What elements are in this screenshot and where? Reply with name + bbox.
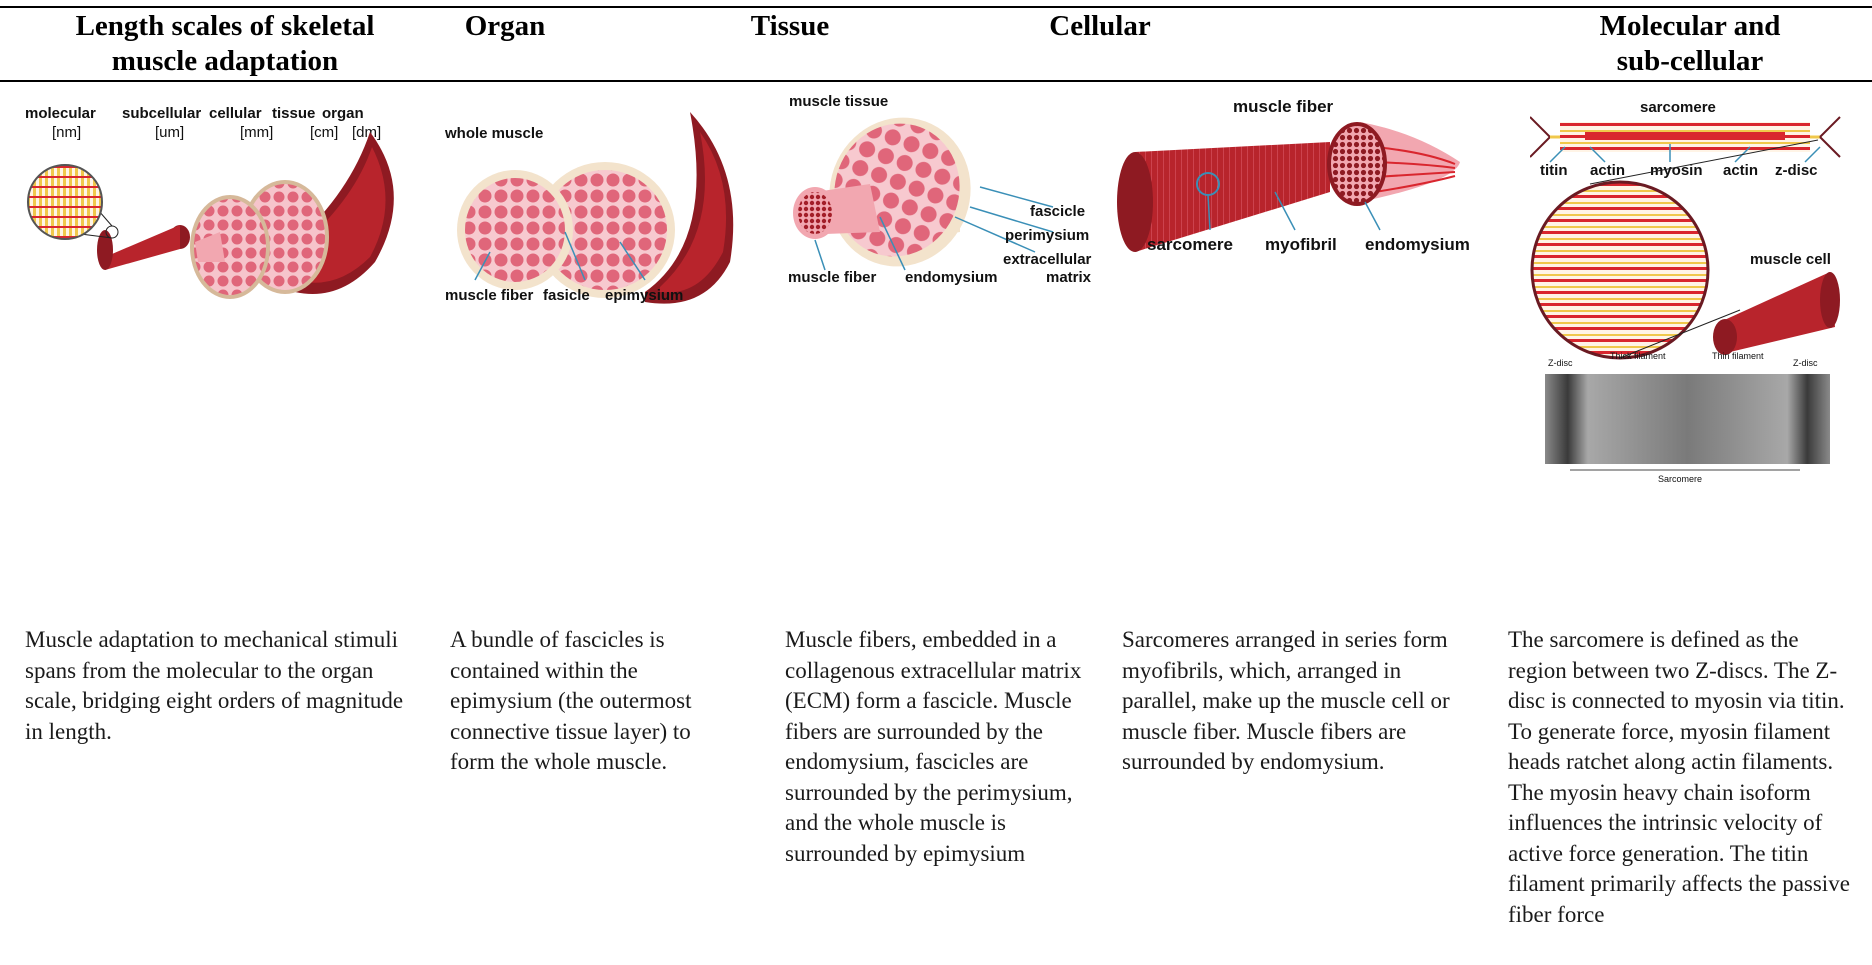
muscle-cell-shape <box>1720 272 1835 352</box>
molecular-zoom-circle <box>28 165 102 239</box>
label-epimysium: epimysium <box>605 287 683 304</box>
em-label-zdisc-left: Z-disc <box>1548 358 1573 368</box>
label-titin: titin <box>1540 162 1568 179</box>
header-organ: Organ <box>405 9 605 44</box>
label-actin-left: actin <box>1590 162 1625 179</box>
label-z-disc: z-disc <box>1775 162 1818 179</box>
myofiber-cone <box>105 225 180 270</box>
unit-um: [um] <box>155 124 184 141</box>
label-muscle-fiber-cellular: muscle fiber <box>1233 97 1334 116</box>
scale-label-cellular: cellular <box>209 105 262 122</box>
label-endomysium-tissue: endomysium <box>905 269 998 286</box>
em-label-zdisc-right: Z-disc <box>1793 358 1818 368</box>
label-whole-muscle: whole muscle <box>445 125 543 142</box>
table-top-rule <box>0 6 1872 8</box>
header-tissue: Tissue <box>690 9 890 44</box>
description-organ: A bundle of fascicles is contained withi… <box>450 625 735 778</box>
figure-cellular: muscle fiber sarcomere myofibril endomys… <box>1115 92 1495 332</box>
myosin-filament <box>1585 132 1785 140</box>
description-tissue: Muscle fibers, embedded in a collagenous… <box>785 625 1095 869</box>
scale-label-tissue: tissue <box>272 105 315 122</box>
electron-micrograph <box>1545 374 1830 464</box>
unit-cm: [cm] <box>310 124 338 141</box>
unit-mm: [mm] <box>240 124 273 141</box>
label-fasicle: fasicle <box>543 287 590 304</box>
fascicle-section-organ <box>465 178 565 282</box>
label-fascicle: fascicle <box>1030 203 1085 220</box>
label-myofibril: myofibril <box>1265 235 1337 254</box>
figure-length-scales: molecular subcellular cellular tissue or… <box>20 92 440 332</box>
figure-tissue: muscle tissue fascicle perimysium extrac… <box>785 92 1115 332</box>
description-cellular: Sarcomeres arranged in series form myofi… <box>1122 625 1462 778</box>
muscle-fiber-end <box>798 192 832 234</box>
header-molecular: Molecular and sub-cellular <box>1545 9 1835 79</box>
description-length-scales: Muscle adaptation to mechanical stimuli … <box>25 625 425 747</box>
em-label-thin-filament: Thin filament <box>1712 351 1764 361</box>
label-perimysium: perimysium <box>1005 227 1089 244</box>
label-endomysium-cellular: endomysium <box>1365 235 1470 254</box>
description-molecular: The sarcomere is defined as the region b… <box>1508 625 1853 930</box>
header-length-scales: Length scales of skeletal muscle adaptat… <box>20 9 430 79</box>
scale-label-organ: organ <box>322 105 364 122</box>
unit-nm: [nm] <box>52 124 81 141</box>
myofibril-zoom-circle <box>1532 182 1708 358</box>
em-label-thick-filament: Thick filament <box>1610 351 1666 361</box>
label-muscle-tissue: muscle tissue <box>789 93 888 110</box>
header-cellular: Cellular <box>1000 9 1200 44</box>
fiber-cross-section <box>1331 126 1383 202</box>
scale-label-subcellular: subcellular <box>122 105 201 122</box>
figure-organ: whole muscle muscle fiber fasicle epimys… <box>445 92 765 332</box>
em-label-sarcomere: Sarcomere <box>1658 474 1702 484</box>
label-matrix: matrix <box>1046 269 1092 286</box>
label-actin-right: actin <box>1723 162 1758 179</box>
label-sarcomere-cellular: sarcomere <box>1147 235 1233 254</box>
label-muscle-cell: muscle cell <box>1750 251 1831 268</box>
scale-label-molecular: molecular <box>25 105 96 122</box>
figure-molecular: sarcomere titin actin myosin actin z-dis… <box>1530 92 1860 582</box>
label-muscle-fiber-tissue: muscle fiber <box>788 269 877 286</box>
label-muscle-fiber: muscle fiber <box>445 287 534 304</box>
unit-dm: [dm] <box>352 124 381 141</box>
label-sarcomere-molecular: sarcomere <box>1640 99 1716 116</box>
table-header-rule <box>0 80 1872 82</box>
label-extracellular: extracellular <box>1003 251 1092 268</box>
